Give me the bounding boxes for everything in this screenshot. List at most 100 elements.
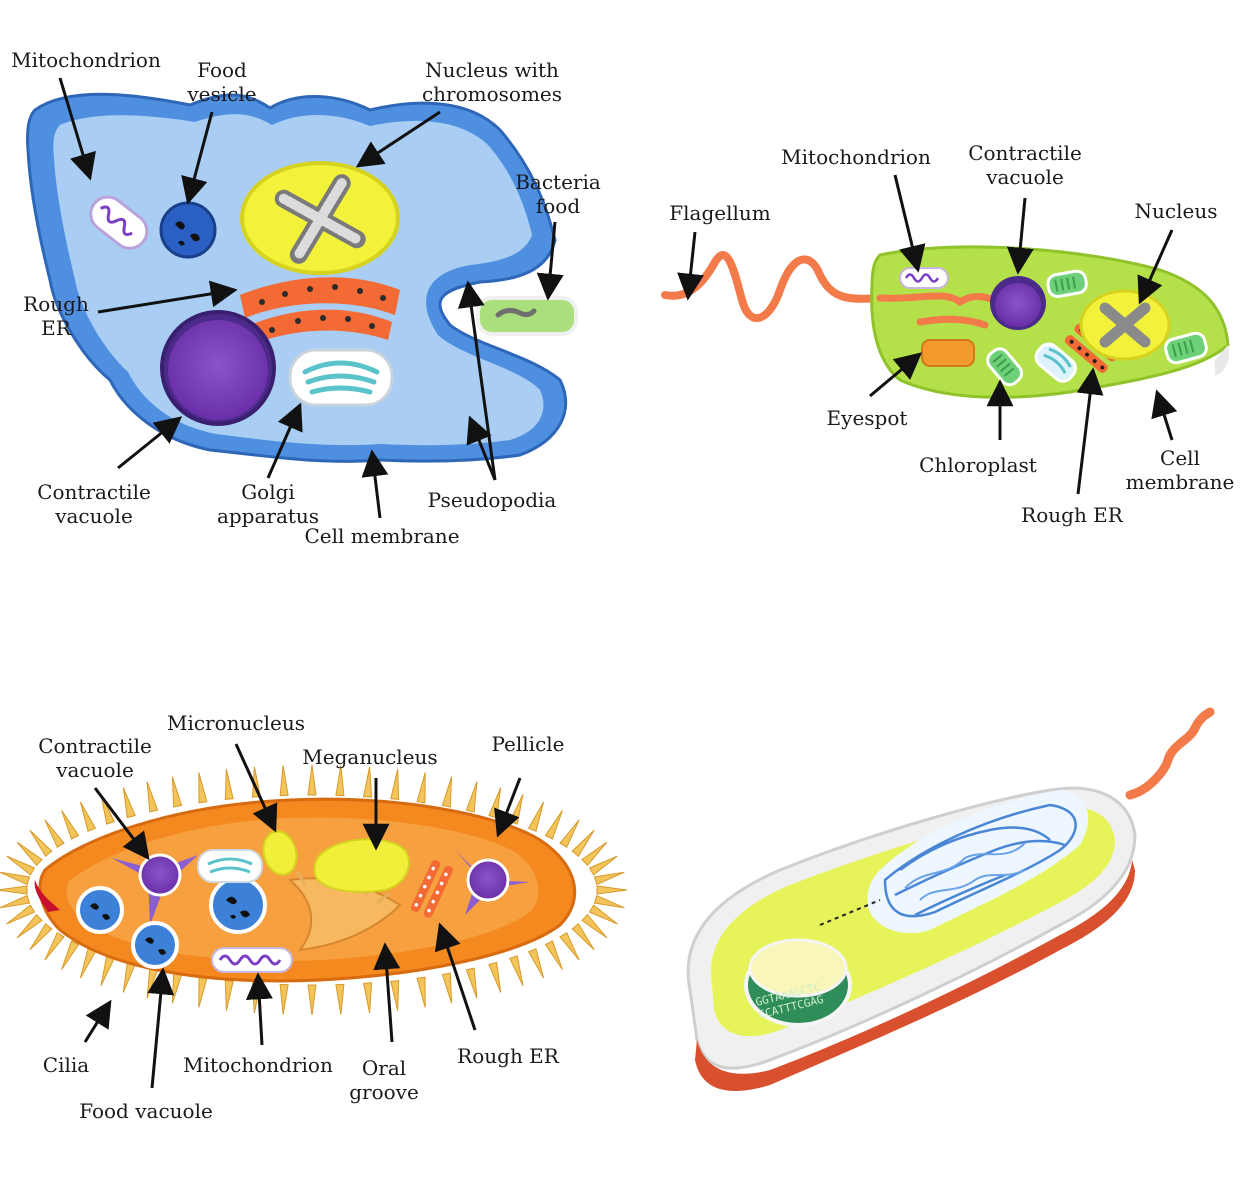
paramecium-label-contractile-vacuole-line-2: vacuole — [56, 758, 134, 782]
cilium — [465, 781, 478, 813]
cilium — [100, 955, 116, 986]
cilium — [335, 983, 345, 1015]
cilium — [559, 819, 580, 849]
cilium — [416, 976, 426, 1008]
cilium — [29, 923, 53, 951]
cilium — [527, 948, 545, 979]
cilium — [44, 931, 65, 961]
euglena-label-rough-er: Rough ER — [1021, 503, 1123, 527]
euglena-model — [661, 174, 1230, 495]
paramecium-label-mitochondrion: Mitochondrion — [183, 1053, 333, 1077]
bacterium-model — [686, 707, 1215, 1091]
cilium — [307, 984, 317, 1016]
cilium — [416, 772, 426, 804]
cilium — [593, 894, 625, 909]
cilium — [441, 972, 453, 1004]
euglena-contractile-vacuole — [990, 276, 1046, 330]
cilium — [0, 871, 31, 886]
cilium — [588, 904, 618, 925]
cilium — [596, 885, 628, 895]
cilium — [0, 894, 31, 909]
paramecium-label-cilia: Cilia — [42, 1053, 90, 1077]
cilium — [198, 976, 208, 1008]
euglena-label-chloroplast: Chloroplast — [919, 453, 1037, 477]
cilium — [307, 764, 317, 796]
cilium — [593, 871, 625, 886]
amoeba-golgi — [288, 348, 394, 407]
cilium — [224, 979, 234, 1011]
paramecium-golgi — [197, 849, 263, 883]
euglena-label-mitochondrion: Mitochondrion — [781, 145, 931, 169]
cilium — [362, 982, 373, 1014]
paramecium-contractile-vacuole-right — [455, 850, 530, 915]
cilium — [588, 855, 618, 876]
cilium — [488, 961, 502, 993]
cilium — [544, 810, 563, 840]
amoeba-label-food-vesicle-line-2: vesicle — [187, 82, 257, 106]
cilium — [79, 948, 97, 979]
paramecium-label-pellicle: Pellicle — [491, 732, 565, 756]
cilium — [44, 819, 65, 849]
bacterium-plasmid — [744, 938, 852, 1027]
cilium — [465, 967, 478, 999]
paramecium-contractile-vacuole-left — [112, 853, 198, 925]
cilium — [16, 913, 43, 939]
paramecium-food-vacuoles — [76, 876, 267, 969]
paramecium-rough-er — [411, 859, 453, 918]
cilium — [279, 765, 289, 797]
euglena-label-cell-membrane-line-2: membrane — [1125, 470, 1235, 494]
amoeba-model — [26, 77, 578, 519]
cilium — [335, 765, 345, 797]
euglena-label-eyespot: Eyespot — [826, 406, 908, 430]
amoeba-label-food-vesicle-line-1: Food — [197, 58, 247, 82]
cilium — [581, 841, 608, 867]
paramecium-model — [0, 743, 628, 1089]
bacterium-nucleoid — [867, 790, 1089, 934]
cilium — [79, 801, 97, 832]
euglena-label-cell-membrane-line-1: Cell — [1160, 446, 1200, 470]
amoeba-label-nucleus-line-2: chromosomes — [421, 82, 563, 106]
bacterium-flagellum — [1125, 707, 1215, 800]
cilium — [390, 769, 400, 801]
cilium — [61, 940, 80, 970]
amoeba-label-bacteria-food-line-2: food — [535, 194, 581, 218]
cilium — [571, 829, 595, 857]
amoeba-rough-er — [240, 277, 400, 343]
amoeba-label-nucleus-line-1: Nucleus with — [425, 58, 559, 82]
amoeba-contractile-vacuole — [160, 310, 276, 426]
cilium — [224, 769, 234, 801]
amoeba-bacteria-food — [476, 296, 578, 336]
paramecium-label-food-vacuole: Food vacuole — [79, 1099, 213, 1123]
amoeba-label-rough-er-line-1: Rough — [23, 292, 89, 316]
amoeba-mitochondrion — [89, 195, 149, 250]
cilium — [122, 961, 136, 993]
amoeba-food-vesicle — [159, 201, 217, 259]
paramecium-label-rough-er: Rough ER — [457, 1044, 559, 1068]
cilium — [0, 885, 28, 895]
cilium — [171, 776, 183, 808]
amoeba-label-rough-er-line-2: ER — [41, 316, 71, 340]
euglena-chloroplasts — [986, 269, 1208, 387]
cilium — [146, 781, 159, 813]
cilium — [29, 829, 53, 857]
amoeba-nucleus — [240, 161, 400, 275]
cilium — [488, 787, 502, 819]
paramecium-label-meganucleus: Meganucleus — [302, 745, 438, 769]
amoeba-label-contractile-vacuole-line-2: vacuole — [55, 504, 133, 528]
amoeba-label-golgi-line-2: apparatus — [216, 504, 320, 528]
cilium — [198, 772, 208, 804]
amoeba-label-golgi-line-1: Golgi — [241, 480, 295, 504]
cilium — [6, 855, 36, 876]
paramecium-mitochondrion — [211, 947, 293, 973]
cilium — [508, 955, 524, 986]
cilium — [16, 841, 43, 867]
